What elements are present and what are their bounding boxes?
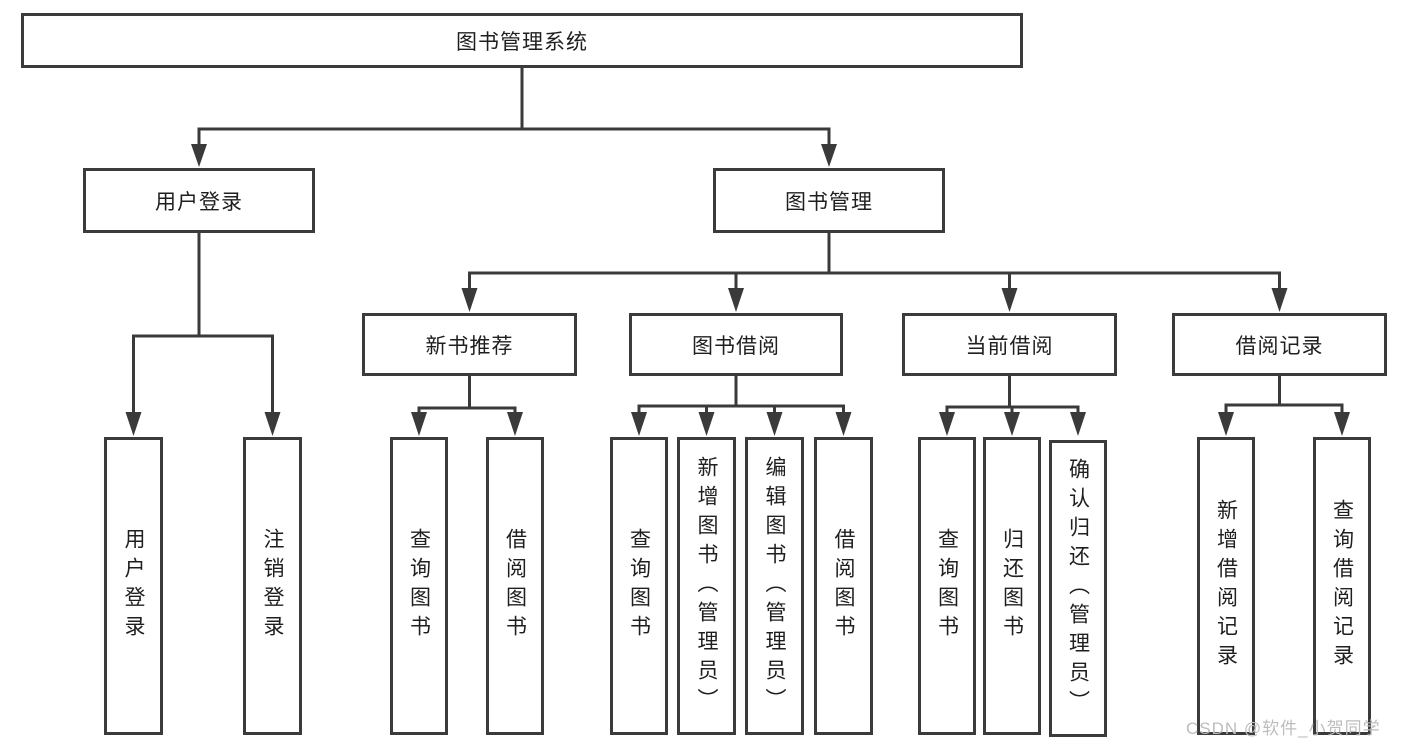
leaf-borrow-query: 查询图书 [610, 437, 668, 735]
leaf-current-query-label: 查询图书 [935, 528, 959, 644]
leaf-newbook-query: 查询图书 [390, 437, 448, 735]
leaf-logout: 注销登录 [243, 437, 302, 735]
leaf-edit-book-admin: 编辑图书（管理员） [745, 437, 804, 735]
connector-manage-to-level3 [461, 233, 1288, 312]
leaf-logout-label: 注销登录 [261, 528, 284, 644]
leaf-query-borrow-record: 查询借阅记录 [1313, 437, 1371, 735]
leaf-user-login: 用户登录 [104, 437, 163, 735]
leaf-borrow-book: 借阅图书 [814, 437, 873, 735]
leaf-user-login-label: 用户登录 [122, 528, 145, 644]
node-borrow-records-label: 借阅记录 [1235, 334, 1324, 358]
connector-root-to-level2 [191, 68, 837, 167]
connector-borrow-to-leaves [631, 376, 852, 436]
node-user-login: 用户登录 [83, 168, 315, 233]
node-book-borrow: 图书借阅 [629, 313, 843, 376]
leaf-return-book: 归还图书 [983, 437, 1041, 735]
leaf-add-borrow-record: 新增借阅记录 [1197, 437, 1255, 735]
node-user-login-label: 用户登录 [155, 190, 243, 214]
leaf-add-book-admin-label: 新增图书（管理员） [695, 455, 718, 717]
csdn-watermark: CSDN @软件_小贺同学 [1186, 719, 1381, 738]
connector-login-to-leaves [125, 233, 281, 436]
leaf-current-query: 查询图书 [918, 437, 976, 735]
leaf-query-borrow-record-label: 查询借阅记录 [1330, 499, 1354, 673]
connector-records-to-leaves [1218, 376, 1350, 436]
node-borrow-records: 借阅记录 [1172, 313, 1387, 376]
leaf-newbook-borrow-label: 借阅图书 [503, 528, 527, 644]
leaf-borrow-query-label: 查询图书 [627, 528, 651, 644]
leaf-confirm-return-admin: 确认归还（管理员） [1049, 440, 1107, 737]
leaf-return-book-label: 归还图书 [1000, 528, 1024, 644]
node-root-system-label: 图书管理系统 [456, 30, 588, 54]
leaf-borrow-book-label: 借阅图书 [832, 528, 855, 644]
node-book-management: 图书管理 [713, 168, 945, 233]
node-current-borrow-label: 当前借阅 [965, 334, 1054, 358]
leaf-newbook-borrow: 借阅图书 [486, 437, 544, 735]
leaf-newbook-query-label: 查询图书 [407, 528, 431, 644]
node-book-borrow-label: 图书借阅 [692, 334, 780, 358]
connector-current-to-leaves [939, 376, 1086, 436]
leaf-add-borrow-record-label: 新增借阅记录 [1214, 499, 1238, 673]
leaf-edit-book-admin-label: 编辑图书（管理员） [763, 455, 786, 717]
node-new-book-recommend: 新书推荐 [362, 313, 577, 376]
leaf-add-book-admin: 新增图书（管理员） [677, 437, 736, 735]
connector-newbook-to-leaves [411, 376, 523, 436]
node-root-system: 图书管理系统 [21, 13, 1023, 68]
node-new-book-recommend-label: 新书推荐 [425, 334, 514, 358]
node-current-borrow: 当前借阅 [902, 313, 1117, 376]
leaf-confirm-return-admin-label: 确认归还（管理员） [1066, 458, 1090, 719]
node-book-management-label: 图书管理 [785, 190, 873, 214]
